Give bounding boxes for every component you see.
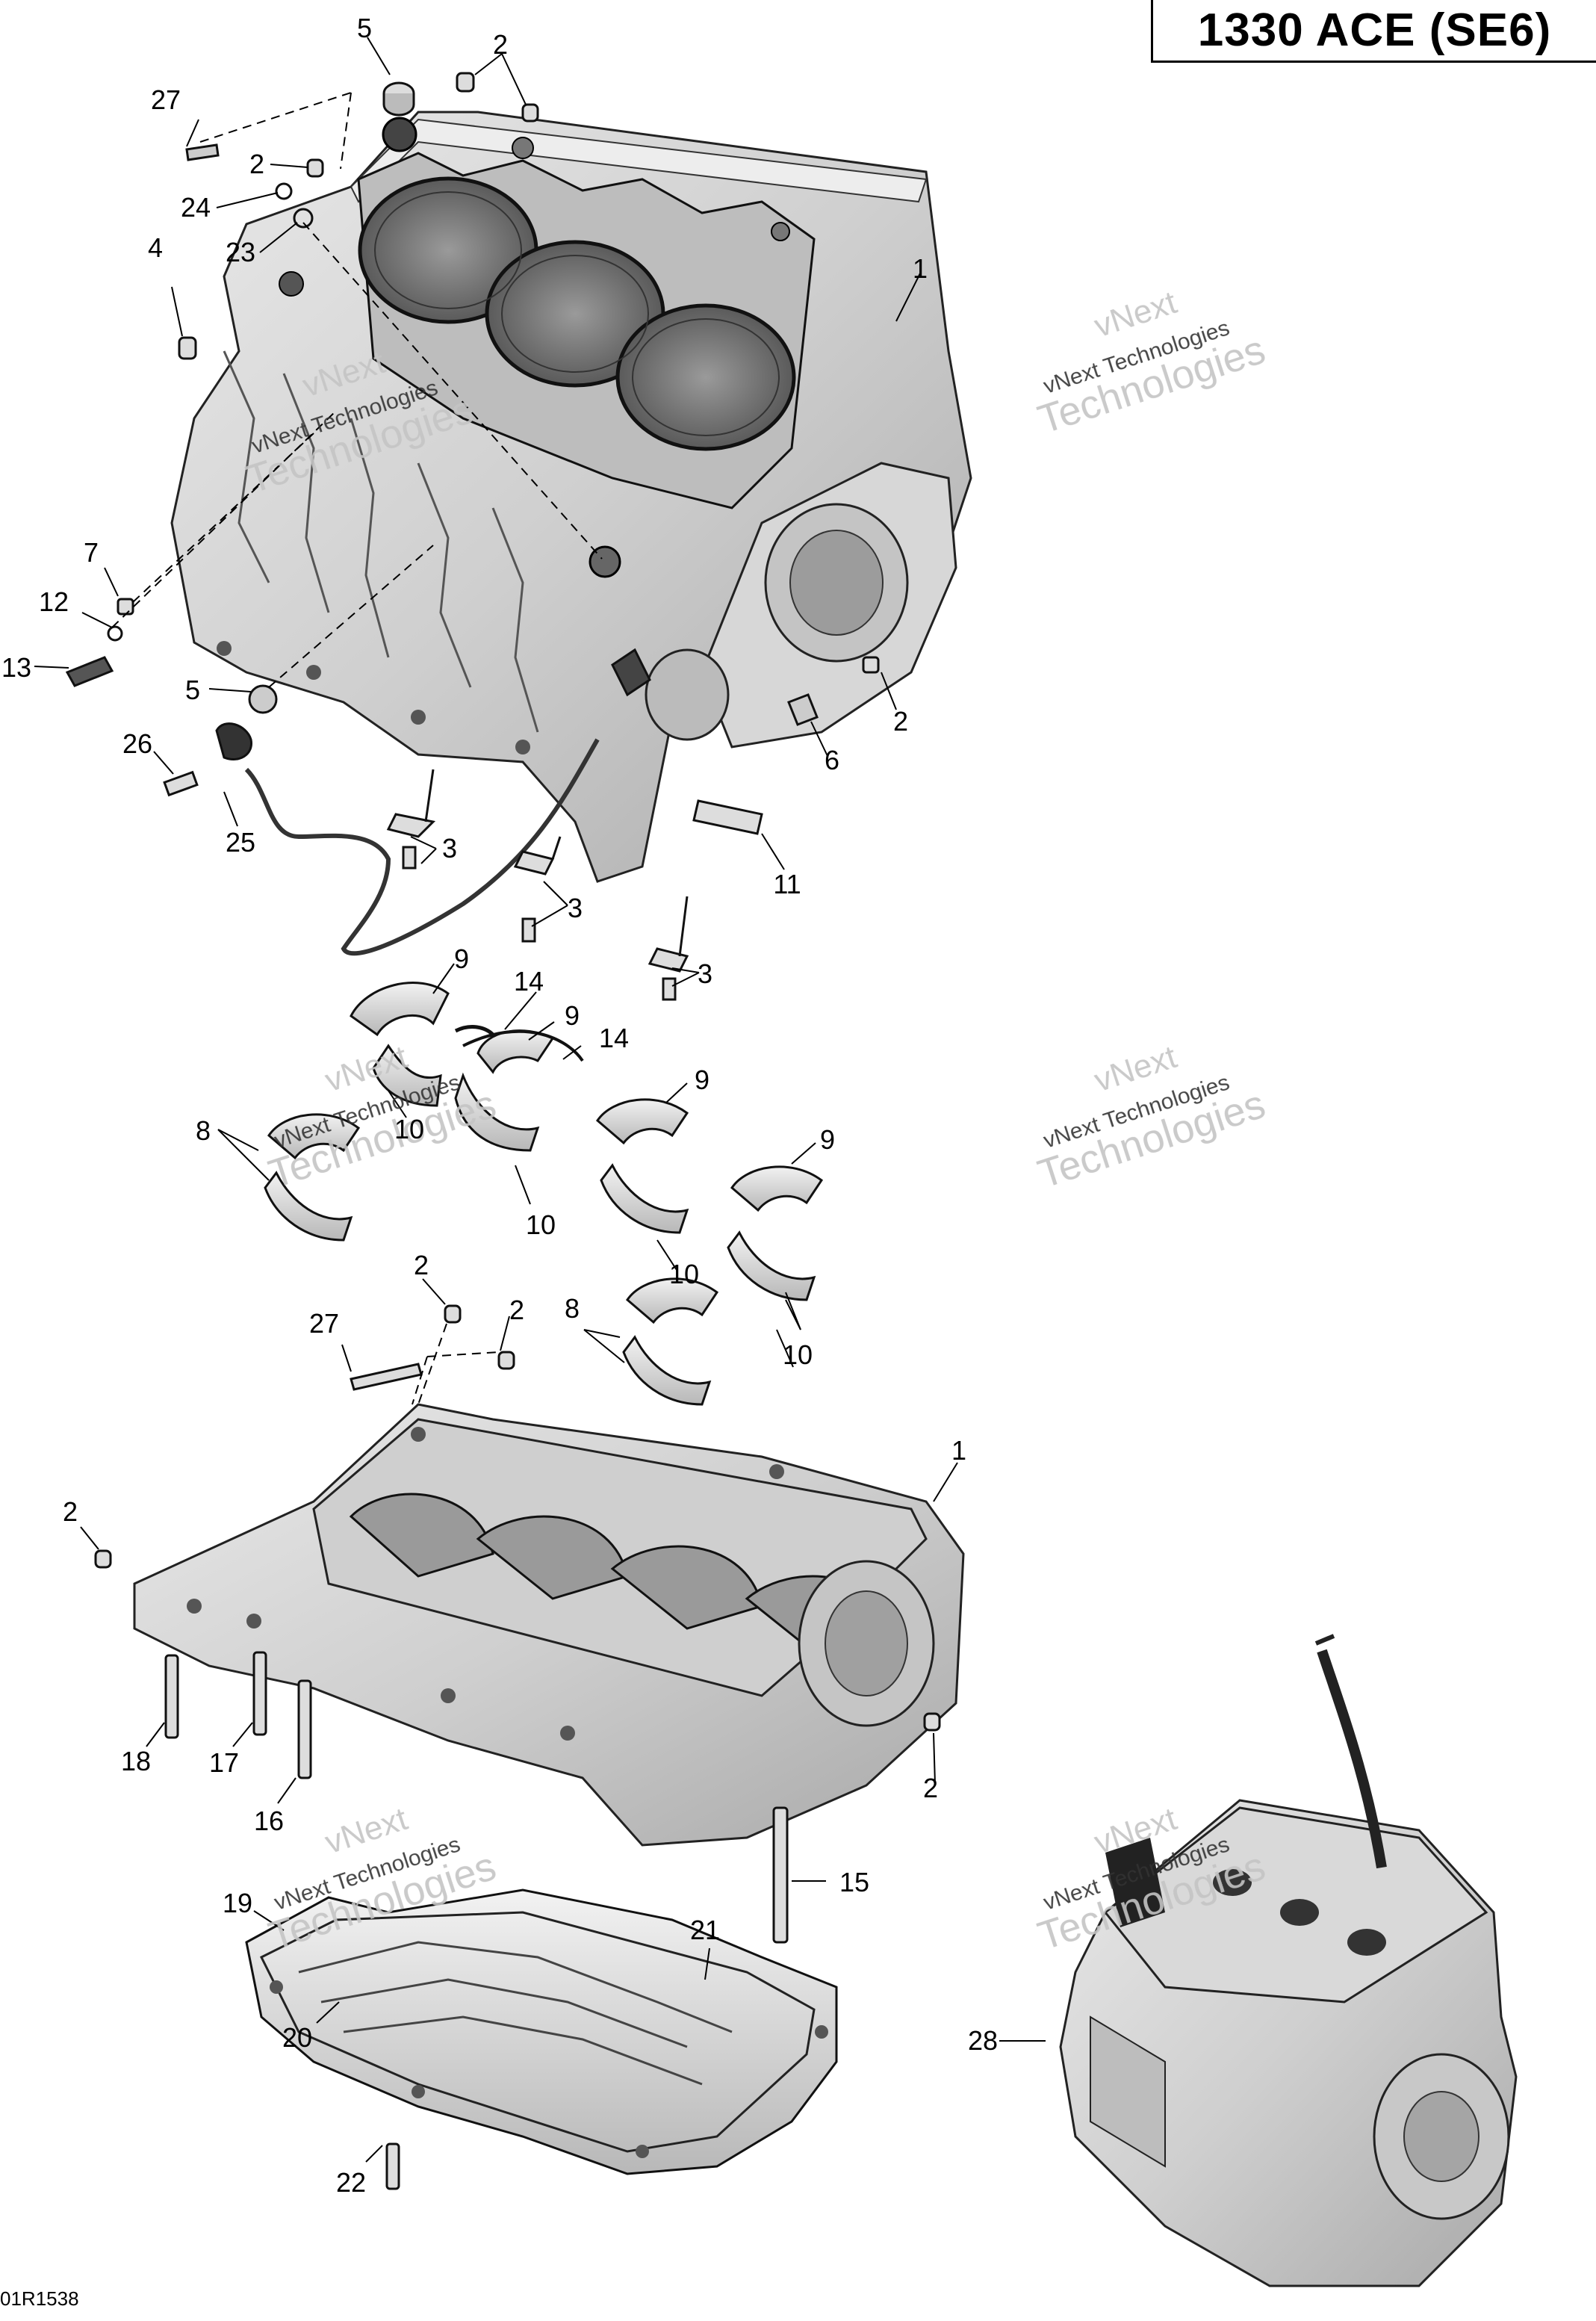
callout-c24: 24 [181,192,211,223]
callout-c17: 17 [209,1747,239,1778]
callout-c10c: 10 [669,1259,699,1289]
callout-c3c: 3 [698,958,712,989]
upper-small-parts [65,72,880,835]
callout-c10b: 10 [526,1209,556,1240]
callout-c10d: 10 [783,1339,813,1370]
callout-c8b: 8 [565,1293,580,1324]
callout-c28: 28 [968,2025,998,2056]
callout-c18: 18 [121,1746,151,1776]
callout-c10a: 10 [394,1114,424,1144]
callout-c3a: 3 [442,833,457,864]
watermark-4: vNext vNext Technologies Technologies [1033,1038,1270,1197]
callout-c12: 12 [39,586,69,617]
callout-c8a: 8 [196,1115,211,1146]
callout-c5b: 5 [185,675,200,705]
oil-pan-assembly [245,1888,838,2175]
callout-c23: 23 [226,237,255,267]
callout-c1a: 1 [913,253,928,284]
callout-c1b: 1 [951,1435,966,1466]
complete-engine [1059,1634,1518,2287]
callout-c2f: 2 [63,1496,78,1527]
callout-c6: 6 [825,745,839,775]
callout-c13: 13 [1,652,31,683]
watermark-2: vNext vNext Technologies Technologies [1033,284,1270,442]
callout-c3b: 3 [568,893,583,923]
callout-c16: 16 [254,1806,284,1836]
callout-c2e: 2 [509,1295,524,1325]
callout-c2b: 2 [249,149,264,179]
callout-c25: 25 [226,827,255,858]
callout-c14b: 14 [599,1023,629,1053]
callout-c20: 20 [282,2022,312,2053]
lower-small-parts [94,1304,941,2190]
callout-c9b: 9 [565,1000,580,1031]
clip-parts [386,769,689,1001]
callout-c22: 22 [336,2167,366,2198]
callout-c2c: 2 [893,706,908,737]
callout-c7: 7 [84,537,99,568]
callout-c2g: 2 [923,1773,938,1803]
callout-c4: 4 [148,232,163,263]
lower-crankcase [133,1403,965,1847]
callout-c27b: 27 [309,1308,339,1339]
callout-c27a: 27 [151,84,181,115]
main-bearings [264,982,824,1406]
callout-c2d: 2 [414,1250,429,1280]
callout-c9c: 9 [695,1065,709,1095]
callout-c21: 21 [690,1915,720,1945]
callout-labels: 5 2 27 2 24 23 4 1 7 12 13 5 2 6 26 25 3… [1,13,998,2198]
upper-crankcase [170,111,972,883]
callout-c5a: 5 [357,13,372,43]
leader-lines [34,37,1046,2163]
callout-c9a: 9 [454,943,469,974]
callout-c26: 26 [122,728,152,759]
watermark-3: vNext vNext Technologies Technologies [264,1038,501,1197]
callout-c15: 15 [839,1867,869,1897]
callout-c2a: 2 [493,29,508,60]
callout-c11: 11 [773,869,801,899]
model-title: 1330 ACE (SE6) [1151,0,1596,63]
callout-c9d: 9 [820,1124,835,1155]
callout-c19: 19 [223,1888,252,1918]
document-code: 01R1538 [0,2287,79,2310]
callout-c14a: 14 [514,966,544,997]
